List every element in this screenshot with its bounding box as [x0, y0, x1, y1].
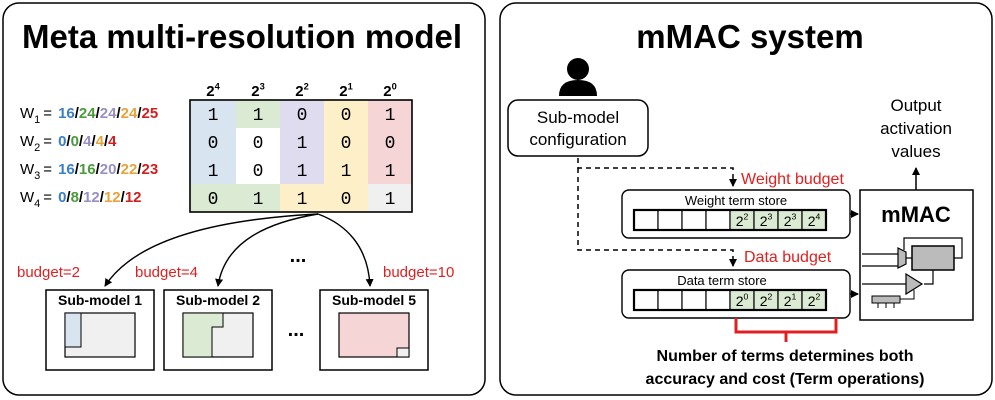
register-cell: [681, 289, 707, 311]
bit-cell: 0: [341, 190, 352, 210]
register-outline: [632, 288, 828, 312]
column-header: 24: [206, 81, 220, 100]
term-value: 22: [736, 212, 749, 229]
matrix-cell-bg: [190, 100, 236, 184]
term-value: 23: [760, 212, 773, 229]
term-value: 22: [808, 292, 821, 309]
matrix-cell-bg: [236, 100, 280, 128]
matrix-cell-bg: [324, 100, 368, 156]
register-cell: [705, 289, 731, 311]
matrix-cell-bg: [324, 156, 368, 212]
matrix-cell-bg: [368, 184, 412, 212]
column-header: 20: [383, 81, 397, 100]
bit-cell: 1: [297, 162, 308, 182]
weight-label: W4=0/8/12/12/12: [20, 189, 142, 210]
bit-cell: 0: [385, 134, 396, 154]
mmac-label: mMAC: [881, 202, 951, 227]
budget-label: budget=4: [135, 264, 198, 281]
column-header: 23: [251, 81, 265, 100]
bit-cell: 1: [341, 162, 352, 182]
config-label: configuration: [529, 130, 626, 149]
weight-term-cells: 22 23 23 24: [632, 208, 828, 232]
term-value: 20: [736, 292, 749, 309]
submodel-title: Sub-model 5: [332, 292, 416, 308]
output-label: activation: [880, 119, 952, 138]
weight-store-label: Weight term store: [685, 193, 787, 208]
weight-label: W3=16/16/20/22/23: [20, 161, 158, 182]
config-box: [507, 99, 649, 157]
bit-cell: 0: [341, 134, 352, 154]
output-label: values: [891, 142, 940, 161]
register-cell: [633, 209, 659, 231]
bit-cell: 0: [297, 106, 308, 126]
right-panel-title: mMAC system: [636, 18, 863, 55]
term-count-bracket: [734, 318, 838, 342]
register-outline: [632, 208, 828, 232]
term-value: 21: [784, 292, 797, 309]
matrix-cell-bg: [280, 184, 324, 212]
ellipsis: ...: [290, 245, 307, 267]
fanout-arrow: [317, 213, 374, 287]
caption: accuracy and cost (Term operations): [646, 371, 925, 388]
config-flow-line: [577, 158, 737, 187]
bit-cell: 1: [385, 106, 396, 126]
data-budget-label: Data budget: [744, 249, 832, 266]
register-cell: [657, 289, 683, 311]
data-store-label: Data term store: [677, 273, 767, 288]
weight-label: W1=16/24/24/24/25: [20, 105, 158, 126]
bit-cell: 1: [253, 190, 264, 210]
budget-label: budget=10: [383, 264, 454, 281]
person-icon: [559, 58, 597, 96]
weight-budget-label: Weight budget: [741, 171, 844, 188]
output-label: Output: [890, 96, 941, 115]
register-cell: [705, 209, 731, 231]
bit-cell: 1: [297, 134, 308, 154]
bit-cell: 0: [253, 162, 264, 182]
submodel-title: Sub-model 2: [176, 292, 260, 308]
column-header: 21: [339, 81, 353, 100]
bit-cell: 0: [253, 134, 264, 154]
bit-cell: 1: [297, 190, 308, 210]
column-header: 22: [295, 81, 309, 100]
budget-label: budget=2: [17, 264, 80, 281]
register-cell: [633, 289, 659, 311]
weight-label: W2=0/0/4/4/4: [20, 133, 117, 154]
config-flow-line: [577, 168, 737, 267]
bit-matrix: 1 1 0 0 1 0 0 1 0 0 1 0 1 1 1 0 1 1 0 1: [208, 106, 396, 210]
submodel-region: [182, 312, 224, 358]
register-cell: [681, 209, 707, 231]
term-value: 22: [760, 292, 773, 309]
mmac-circuit-icon: [862, 237, 963, 308]
matrix-cell-bg: [190, 184, 280, 212]
column-headers: 24 23 22 21 20: [206, 81, 397, 100]
bit-cell: 0: [341, 106, 352, 126]
bit-cell: 1: [385, 190, 396, 210]
submodel-title: Sub-model 1: [58, 292, 142, 308]
bit-cell: 0: [208, 190, 219, 210]
term-value: 24: [808, 212, 821, 229]
register-cell: [657, 209, 683, 231]
weight-rows: W1=16/24/24/24/25W2=0/0/4/4/4W3=16/16/20…: [20, 105, 158, 210]
term-value: 23: [784, 212, 797, 229]
config-label: Sub-model: [537, 108, 619, 127]
matrix-cell-bg: [280, 100, 324, 128]
caption: Number of terms determines both: [657, 348, 914, 365]
submodel-region: [396, 347, 410, 358]
bit-cell: 1: [253, 106, 264, 126]
fanout-arrow: [215, 213, 319, 287]
bit-cell: 0: [208, 134, 219, 154]
bit-cell: 1: [385, 162, 396, 182]
left-panel-title: Meta multi-resolution model: [22, 18, 462, 55]
fanout-arrow: [104, 213, 319, 287]
matrix-cell-bg: [368, 100, 412, 184]
bit-cell: 1: [208, 162, 219, 182]
bit-cell: 1: [208, 106, 219, 126]
ellipsis: ...: [288, 319, 305, 341]
submodel-region: [64, 312, 82, 348]
matrix-cell-bg: [280, 128, 324, 184]
bit-matrix-frame: [189, 99, 413, 213]
data-term-cells: 20 22 21 22: [632, 288, 828, 312]
